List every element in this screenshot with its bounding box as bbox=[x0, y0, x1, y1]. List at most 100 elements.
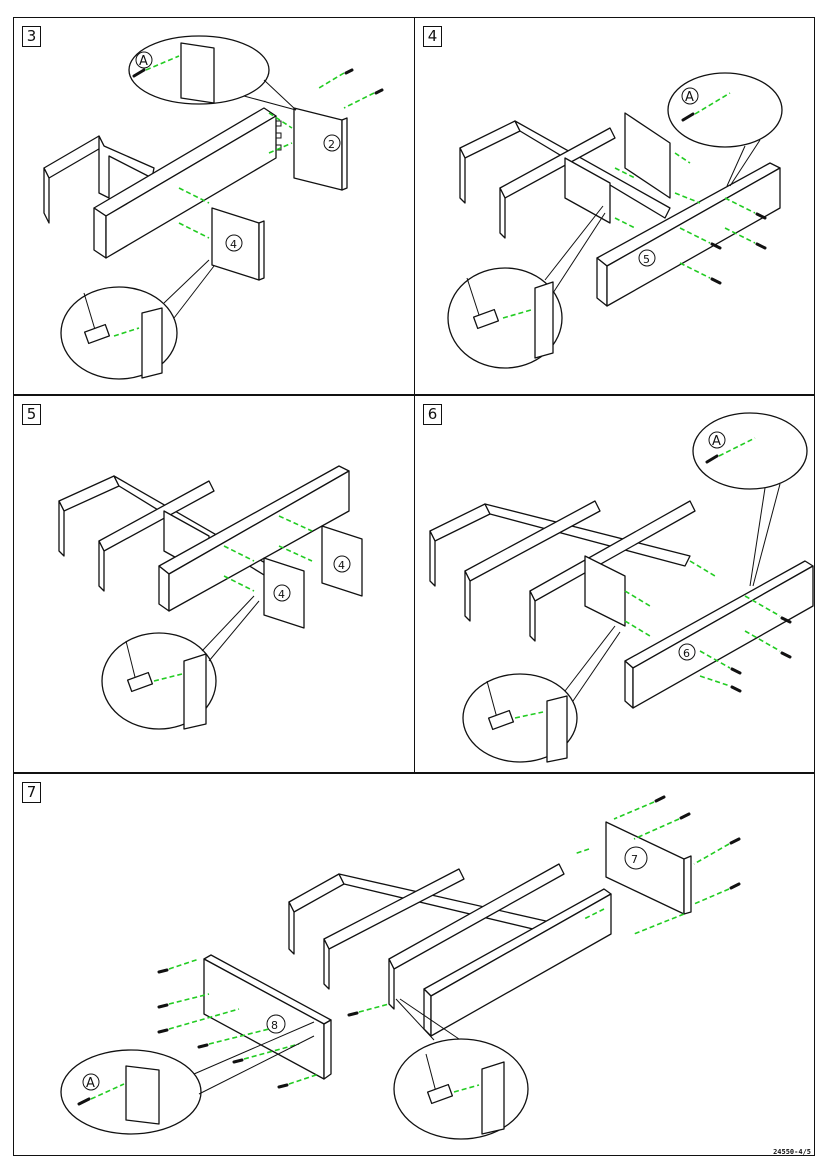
assembly-arrow bbox=[674, 152, 691, 164]
screw-icon bbox=[232, 1058, 244, 1064]
screw-icon bbox=[755, 242, 767, 250]
panel-icon bbox=[180, 42, 215, 104]
fastener-ref: A bbox=[139, 54, 148, 69]
hammer-icon bbox=[83, 323, 111, 345]
screw-icon bbox=[157, 1028, 169, 1034]
line-art bbox=[502, 309, 532, 319]
hammer-icon bbox=[425, 1053, 437, 1093]
step-number: 7 bbox=[22, 782, 41, 803]
panel-icon bbox=[141, 307, 163, 379]
panel-4 bbox=[321, 525, 363, 597]
side-panel bbox=[459, 147, 466, 204]
step-7-panel: 7 7 8 bbox=[13, 773, 815, 1156]
part-ref-4 bbox=[225, 234, 243, 252]
step-3-diagram: 2 4 A bbox=[43, 35, 384, 380]
fastener-ref: A bbox=[86, 1076, 95, 1091]
line-art bbox=[596, 257, 608, 307]
step-3-panel: 3 2 4 bbox=[13, 17, 415, 395]
line-art bbox=[341, 117, 348, 191]
line-art bbox=[82, 1073, 100, 1091]
screw-icon bbox=[780, 616, 792, 624]
hammer-icon bbox=[125, 640, 137, 682]
part-ref-label: 8 bbox=[271, 1019, 278, 1032]
assembly-arrow bbox=[624, 590, 651, 607]
screw-icon bbox=[77, 1097, 91, 1106]
screw-icon bbox=[729, 882, 741, 890]
line-art bbox=[135, 51, 153, 69]
line-art bbox=[552, 212, 606, 294]
fastener-ref: A bbox=[685, 90, 694, 105]
side-panel bbox=[429, 530, 436, 587]
line-art bbox=[208, 600, 260, 662]
long-panel bbox=[93, 207, 107, 259]
screw-icon bbox=[681, 112, 695, 122]
line-art bbox=[572, 631, 621, 702]
divider-panel bbox=[388, 958, 395, 1010]
screw-icon bbox=[679, 812, 691, 820]
assembly-arrow bbox=[614, 167, 636, 179]
screw-icon bbox=[157, 1003, 169, 1009]
panel bbox=[624, 112, 671, 199]
fastener-ref: A bbox=[712, 434, 721, 449]
part-ref-label: 4 bbox=[338, 559, 345, 572]
screw-icon bbox=[277, 1083, 289, 1089]
step-number: 6 bbox=[423, 404, 442, 425]
screw-icon bbox=[705, 454, 719, 464]
screw-icon bbox=[197, 1043, 209, 1049]
divider-panel bbox=[529, 590, 536, 642]
assembly-arrow bbox=[679, 227, 711, 244]
line-art bbox=[453, 1084, 480, 1093]
magnifier-callout-icon bbox=[667, 72, 783, 148]
line-art bbox=[243, 95, 297, 111]
side-panel bbox=[288, 873, 345, 913]
screw-icon bbox=[755, 212, 767, 220]
part-ref-label: 4 bbox=[230, 238, 237, 251]
screw-icon bbox=[710, 277, 722, 285]
assembly-arrow bbox=[624, 620, 651, 637]
assembly-arrow bbox=[724, 227, 756, 244]
line-art bbox=[544, 205, 604, 281]
line-art bbox=[263, 79, 297, 111]
assembly-arrow bbox=[208, 1028, 270, 1045]
line-art bbox=[90, 1083, 125, 1100]
back-panel bbox=[514, 120, 671, 219]
magnifier-callout-icon bbox=[692, 412, 808, 490]
line-art bbox=[258, 220, 265, 281]
side-panel bbox=[58, 475, 120, 512]
screw-icon bbox=[729, 837, 741, 845]
part-ref-label: 6 bbox=[683, 647, 690, 660]
divider-panel bbox=[584, 555, 626, 627]
long-panel bbox=[168, 470, 350, 612]
screw-icon bbox=[132, 68, 146, 78]
assembly-arrow bbox=[724, 197, 756, 214]
line-art bbox=[395, 998, 435, 1041]
assembly-arrow bbox=[573, 848, 590, 855]
assembly-arrow bbox=[278, 545, 313, 562]
line-art bbox=[113, 327, 140, 337]
step-number: 4 bbox=[423, 26, 442, 47]
line-art bbox=[323, 1019, 332, 1080]
part-ref-2 bbox=[323, 134, 341, 152]
screw-icon bbox=[374, 88, 384, 95]
part-ref-label: 2 bbox=[328, 138, 335, 151]
screw-icon bbox=[730, 667, 742, 675]
step-4-panel: 4 5 bbox=[414, 17, 815, 395]
line-art bbox=[694, 92, 731, 115]
screw-icon bbox=[157, 968, 169, 974]
assembly-arrow bbox=[693, 888, 730, 905]
divider-panel bbox=[564, 157, 611, 224]
assembly-arrow bbox=[613, 801, 655, 820]
part-ref-6 bbox=[678, 643, 696, 661]
assembly-arrow bbox=[693, 843, 730, 865]
screw-icon bbox=[710, 242, 722, 250]
magnifier-callout-icon bbox=[393, 1038, 529, 1140]
line-art bbox=[752, 483, 781, 587]
line-art bbox=[153, 673, 183, 682]
part-ref-7 bbox=[624, 846, 648, 870]
part-ref-8 bbox=[266, 1014, 286, 1034]
side-panel bbox=[288, 901, 295, 955]
assembly-arrow bbox=[318, 72, 345, 89]
assembly-arrow bbox=[744, 595, 781, 617]
assembly-arrow bbox=[358, 1003, 390, 1013]
assembly-arrow bbox=[633, 818, 680, 840]
